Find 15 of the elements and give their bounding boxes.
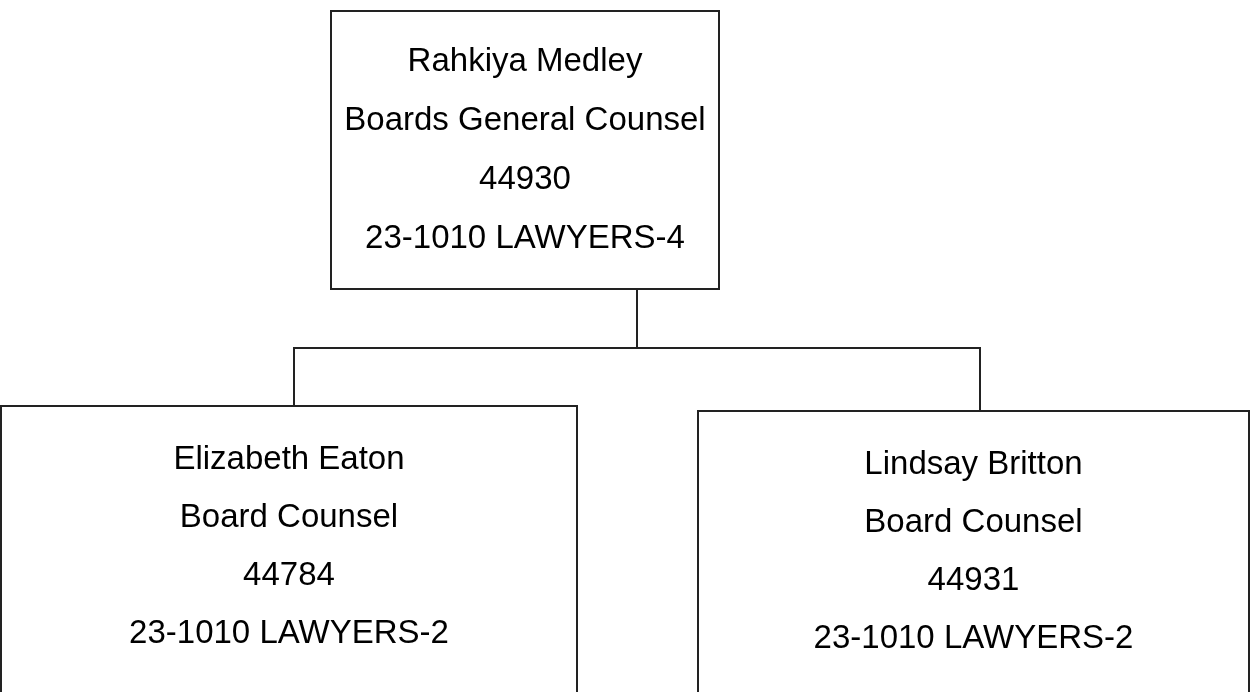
org-chart-box xyxy=(0,405,578,692)
box-text: Lindsay Britton xyxy=(864,443,1083,483)
box-text: 44784 xyxy=(243,554,335,594)
box-text: 44931 xyxy=(927,559,1020,599)
box-text: Boards General Counsel xyxy=(344,99,706,139)
org-chart-box xyxy=(697,410,1250,692)
org-chart-box xyxy=(330,10,720,290)
box-text: 23-1010 LAWYERS-2 xyxy=(813,617,1134,657)
box-text: 44930 xyxy=(479,158,571,198)
box-text: 23-1010 LAWYERS-4 xyxy=(365,217,685,257)
box-text: 23-1010 LAWYERS-2 xyxy=(129,612,449,652)
box-text: Rahkiya Medley xyxy=(407,40,643,80)
box-text: Board Counsel xyxy=(179,496,399,536)
box-text: Board Counsel xyxy=(864,501,1083,541)
box-text: Elizabeth Eaton xyxy=(173,438,405,478)
